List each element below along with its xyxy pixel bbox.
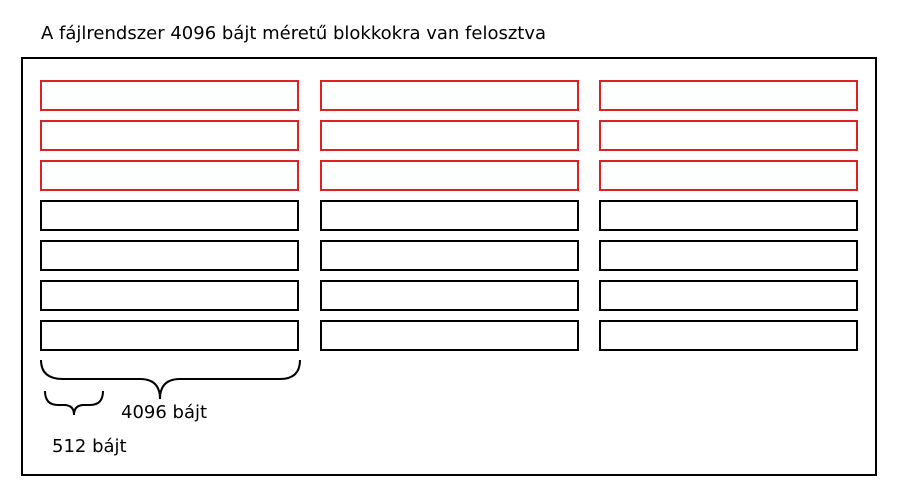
free-block (599, 200, 858, 231)
used-block (320, 80, 579, 111)
free-block (599, 280, 858, 311)
filesystem-frame (21, 57, 877, 476)
free-block (320, 240, 579, 271)
used-block (320, 160, 579, 191)
free-block (320, 280, 579, 311)
sector-size-brace (44, 390, 104, 416)
used-block (40, 120, 299, 151)
sector-size-label: 512 bájt (52, 436, 127, 457)
free-block (320, 320, 579, 351)
used-block (320, 120, 579, 151)
used-block (599, 80, 858, 111)
used-block (599, 160, 858, 191)
used-block (40, 160, 299, 191)
used-block (599, 120, 858, 151)
used-block (40, 80, 299, 111)
block-size-brace (40, 359, 301, 400)
free-block (599, 240, 858, 271)
free-block (599, 320, 858, 351)
free-block (320, 200, 579, 231)
diagram-title: A fájlrendszer 4096 bájt méretű blokkokr… (41, 23, 547, 44)
free-block (40, 240, 299, 271)
block-size-label: 4096 bájt (121, 402, 208, 423)
free-block (40, 280, 299, 311)
free-block (40, 320, 299, 351)
free-block (40, 200, 299, 231)
